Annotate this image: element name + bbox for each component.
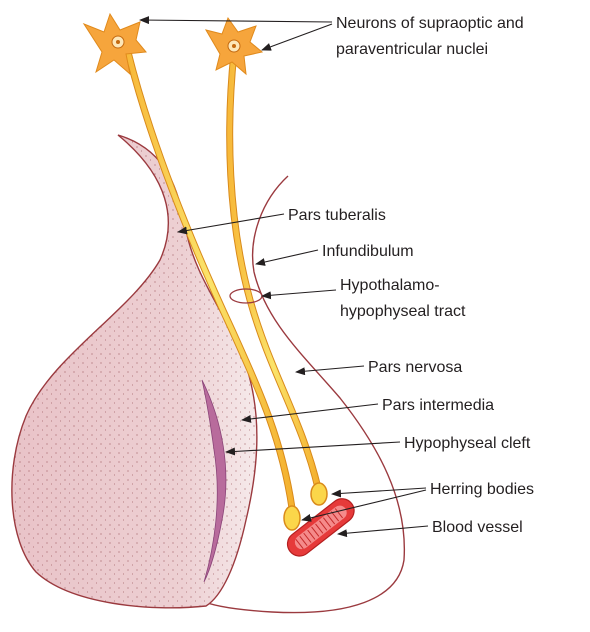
label-tract-line2: hypophyseal tract: [340, 303, 466, 320]
leader-neuron-left: [140, 20, 332, 22]
label-neurons-line1: Neurons of supraoptic and: [336, 15, 524, 32]
label-tract-line1: Hypothalamo-: [340, 277, 440, 294]
label-blood-vessel: Blood vessel: [432, 519, 523, 536]
label-neurons-line2: paraventricular nuclei: [336, 41, 488, 58]
neuron-left: [84, 14, 146, 74]
herring-body-1: [284, 506, 300, 530]
anterior-lobe-stipple: [12, 135, 257, 608]
label-infundibulum: Infundibulum: [322, 243, 414, 260]
label-pars-intermedia: Pars intermedia: [382, 397, 494, 414]
leader-neuron-right: [262, 24, 332, 50]
label-hypophyseal-cleft: Hypophyseal cleft: [404, 435, 531, 452]
label-pars-tuberalis: Pars tuberalis: [288, 207, 386, 224]
leader-tract: [262, 290, 336, 296]
label-herring-bodies: Herring bodies: [430, 481, 534, 498]
label-pars-nervosa: Pars nervosa: [368, 359, 462, 376]
herring-body-2: [311, 483, 327, 505]
